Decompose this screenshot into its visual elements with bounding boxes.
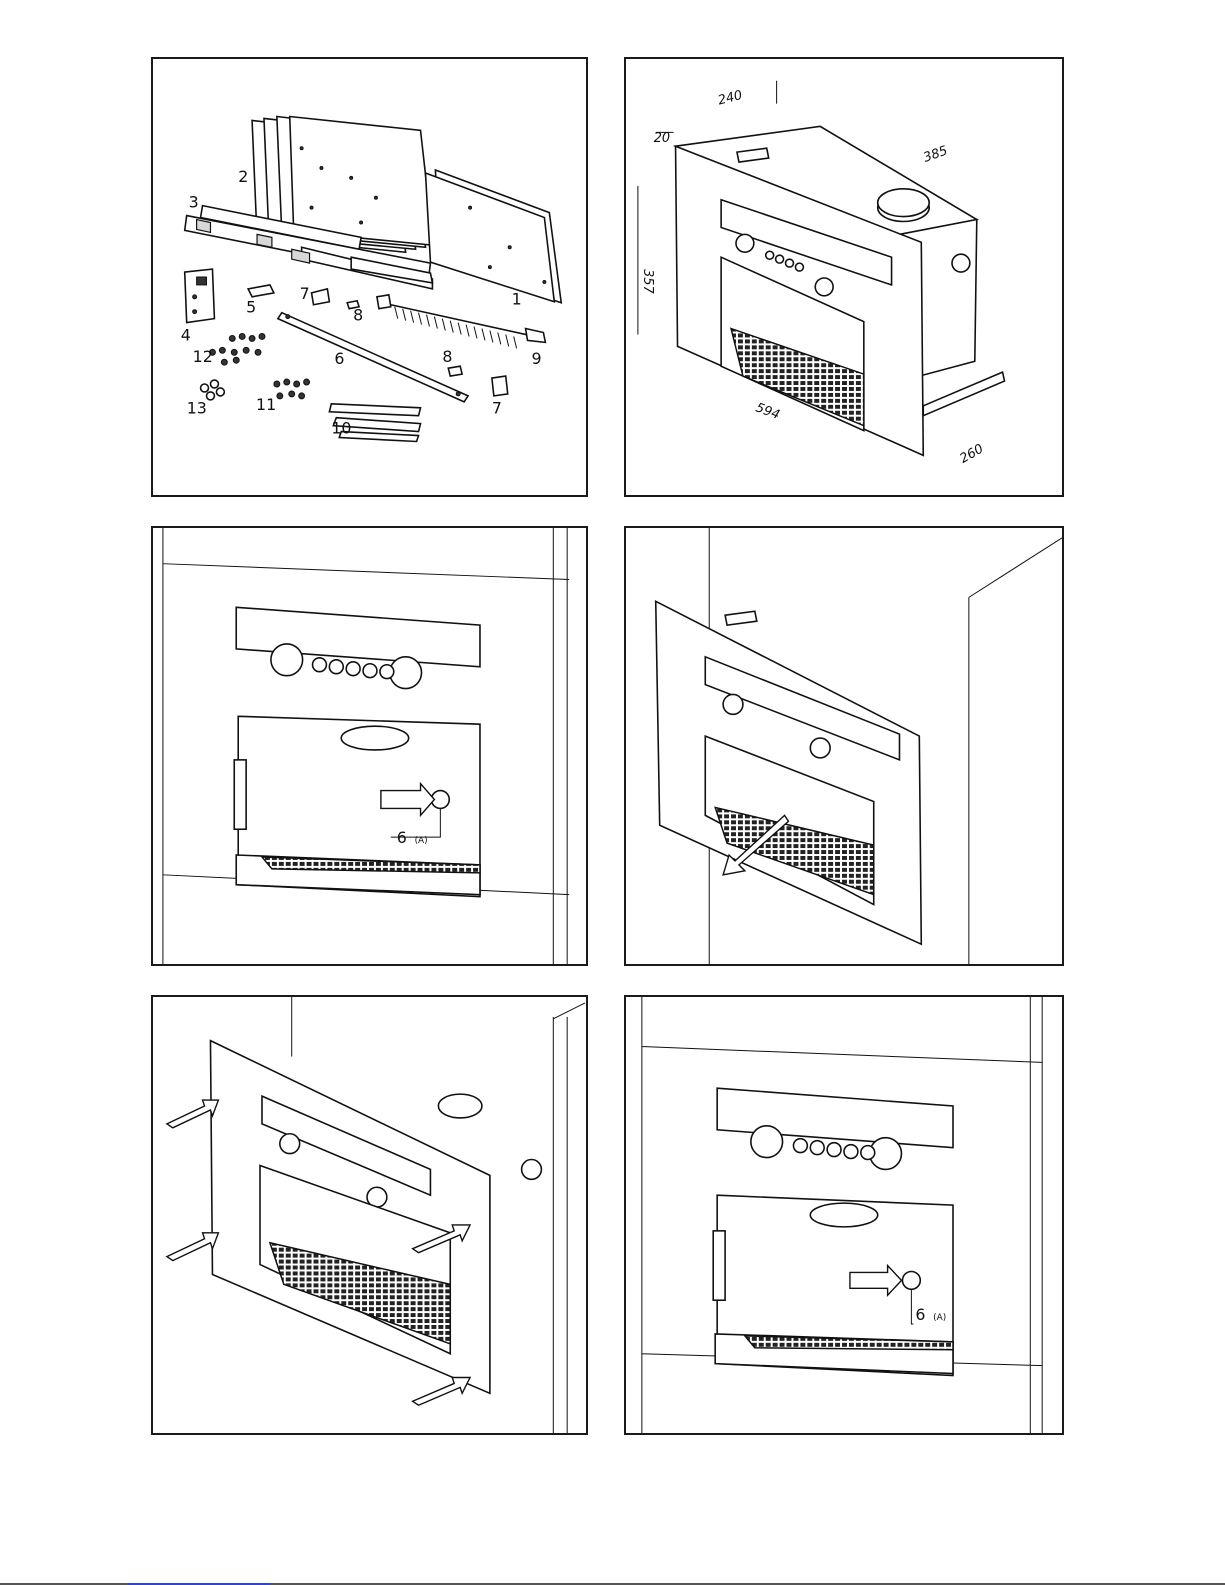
callout-6: 6 [915,1305,925,1324]
dim-20: 20 [654,131,670,146]
top-handle [725,611,757,625]
parts-diagram: 1 2 3 4 5 6 7 7 8 8 9 10 11 12 13 [153,59,586,495]
push-in-diagram [153,997,586,1433]
label-8-top: 8 [353,306,363,325]
pull-out-panel [624,526,1064,966]
label-5: 5 [246,298,256,317]
label-6: 6 [334,349,344,368]
installed-final-panel: 6 (A) [624,995,1064,1435]
side-knob [952,254,970,272]
label-7-top: 7 [300,284,310,303]
callout-6: 6 [397,828,407,847]
label-11: 11 [256,395,276,414]
label-1: 1 [512,290,522,309]
steam-wand [713,1231,725,1300]
washers-13 [201,380,225,400]
dim-594: 594 [753,400,781,423]
push-in-panel [151,995,588,1435]
label-4: 4 [181,325,191,344]
left-dial [736,234,754,252]
locking-button [902,1271,920,1289]
pull-out-diagram [626,528,1062,964]
installed-front-diagram: 6 (A) [153,528,586,964]
label-13: 13 [187,399,207,418]
dim-240: 240 [716,88,743,109]
parts-diagram-panel: 1 2 3 4 5 6 7 7 8 8 9 10 11 12 13 [151,57,588,497]
brew-head [341,726,408,750]
angle-7-top [312,289,330,305]
installed-final-diagram: 6 (A) [626,997,1062,1433]
dimensions-diagram: 240 20 385 357 594 260 [626,59,1062,495]
label-3: 3 [189,193,199,212]
brew-head [810,1203,877,1227]
rear-panel [425,170,561,303]
screws-12 [209,333,264,365]
clip-5 [248,285,274,297]
clip-8-bottom [448,366,462,376]
label-7-bottom: 7 [492,399,502,418]
bracket-4 [185,269,215,323]
label-2: 2 [238,167,248,186]
dim-385: 385 [921,143,949,166]
dimensions-panel: 240 20 385 357 594 260 [624,57,1064,497]
label-12: 12 [193,347,213,366]
screws-11 [274,379,310,399]
installed-front-panel: 6 (A) [151,526,588,966]
right-dial [815,278,833,296]
rail [923,372,1004,416]
label-8-bottom: 8 [442,347,452,366]
support-bar [278,313,468,402]
callout-6-sub: (A) [415,836,428,846]
label-10: 10 [331,419,351,438]
callout-6-sub: (A) [933,1313,946,1323]
dim-357: 357 [640,269,655,294]
label-9: 9 [532,349,542,368]
dim-260: 260 [957,441,986,466]
steam-wand [234,760,246,829]
angle-7-bottom [492,376,508,396]
